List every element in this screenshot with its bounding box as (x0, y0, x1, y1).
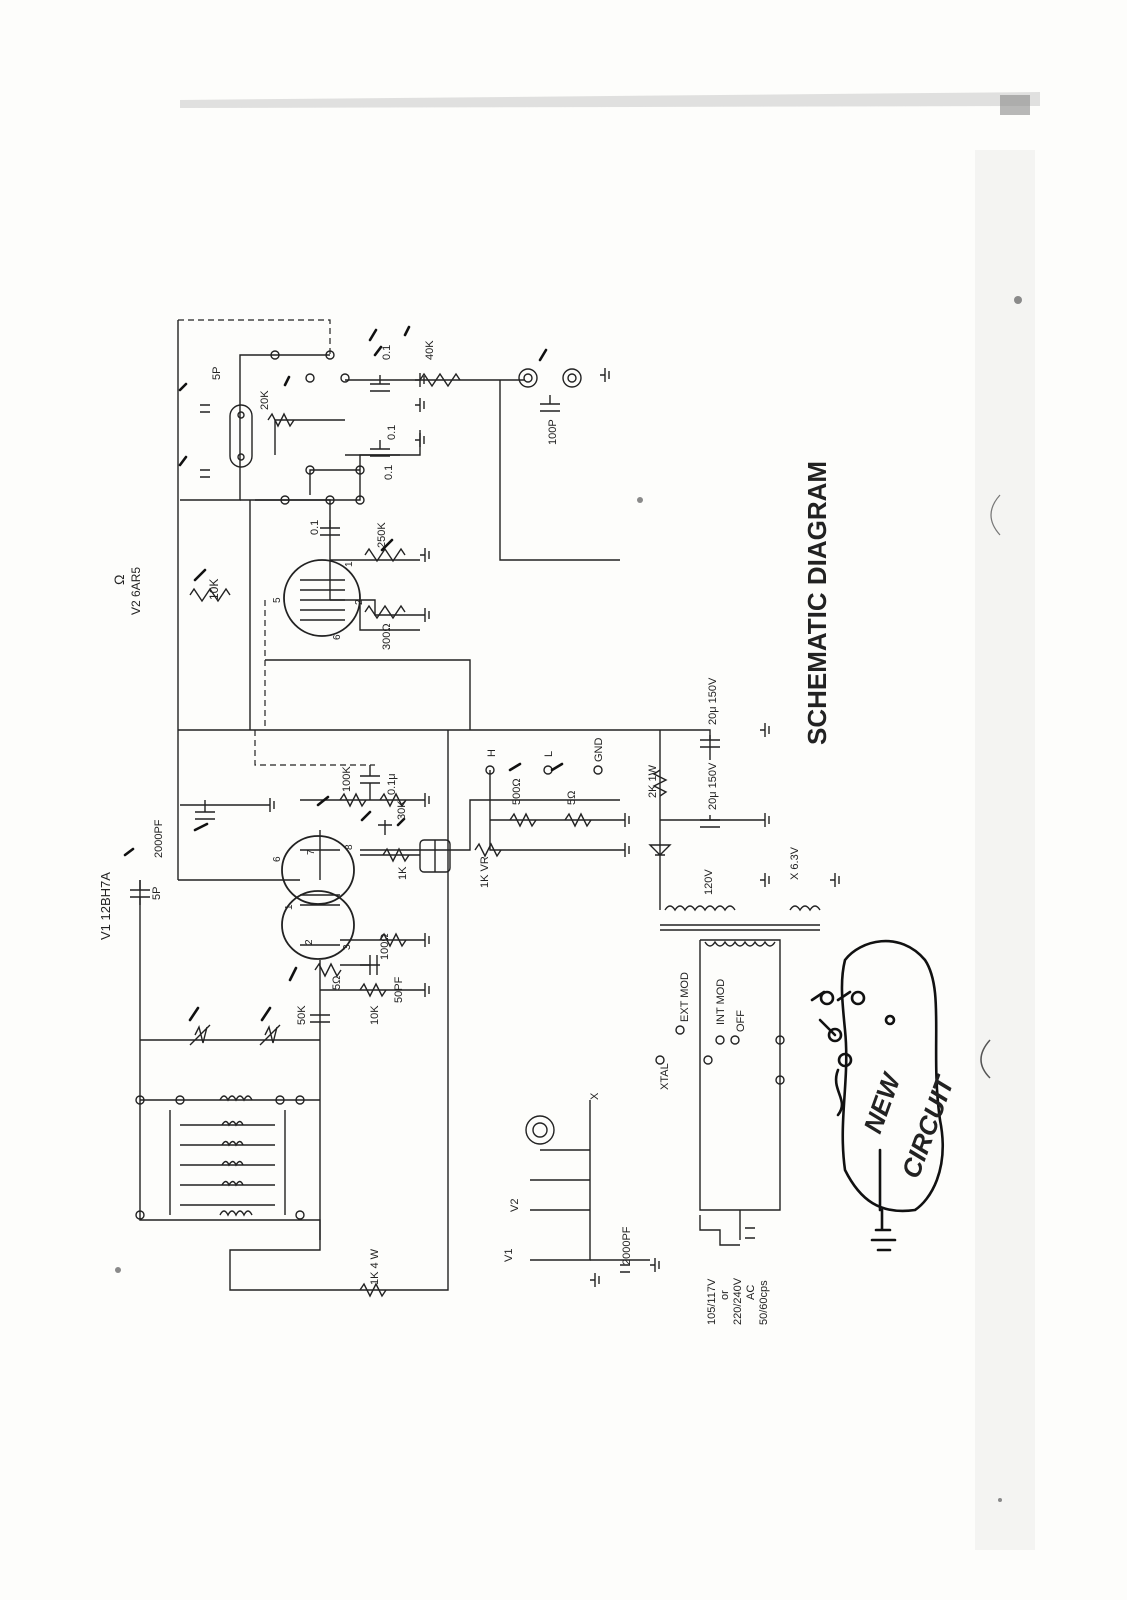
annotation-new: NEW (857, 1067, 907, 1137)
mains-line3: 220/240V (732, 1277, 744, 1325)
label-v-63: X 6.3V (789, 846, 801, 880)
label-r-50k: 50K (296, 1005, 308, 1025)
label-r-100: 100Ω (379, 933, 391, 960)
label-r-10k-top: 10K (207, 579, 221, 600)
label-c-01-c: 0.1 (383, 465, 395, 480)
label-v-120: 120V (703, 869, 715, 895)
check-marks (123, 325, 564, 1022)
label-c-2000pf-a: 2000PF (153, 819, 165, 858)
v1-pin3: 3 (342, 944, 353, 950)
terminal-l: L (543, 751, 555, 757)
label-c-01-out: 0.1 (381, 345, 393, 360)
label-c-100p: 100P (547, 419, 559, 445)
v1-pin2: 2 (304, 939, 315, 945)
v2-pin1: 1 (344, 561, 355, 567)
labels: SCHEMATIC DIAGRAM V1 12BH7A V2 6AR5 Ω 5P… (98, 340, 960, 1325)
label-r-5b: 5Ω (566, 791, 578, 805)
v2-pin6: 6 (332, 634, 343, 640)
tube-v1-label: V1 12BH7A (98, 872, 113, 940)
mains-line2: or (719, 1290, 731, 1300)
label-c-50pf: 50PF (393, 976, 405, 1003)
label-r-5: 5Ω (331, 976, 343, 990)
label-c-01-b: 0.1 (386, 425, 398, 440)
tube-v2-symbol: Ω (111, 575, 127, 585)
terminal-gnd: GND (593, 738, 605, 763)
label-r-1k: 1K (397, 866, 409, 880)
v2-aux-components (229, 404, 451, 873)
label-c-01-v2: 0.1 (309, 520, 321, 535)
label-r-250k: 250K (376, 522, 388, 548)
label-r-1k4w: 1K 4 W (369, 1248, 381, 1285)
label-r-10k-bot: 10K (369, 1005, 381, 1025)
diagram-title: SCHEMATIC DIAGRAM (802, 461, 832, 745)
label-c-01u: 0.1μ (386, 773, 398, 795)
label-r-100k: 100K (341, 766, 353, 792)
terminal-v1-heater: V1 (503, 1249, 515, 1262)
terminal-x-heater: X (589, 1092, 601, 1100)
label-r-2k: 2K 1W (647, 764, 659, 798)
terminals-circles (135, 350, 785, 1220)
ground-symbols (265, 368, 840, 1287)
label-c-5p: 5P (151, 887, 163, 900)
terminal-v2-heater: V2 (509, 1199, 521, 1212)
label-c-20u-b: 20μ 150V (707, 762, 719, 810)
scan-noise (115, 92, 1040, 1550)
v1-pin7: 7 (306, 849, 317, 855)
mains-line4: AC (745, 1285, 757, 1300)
v1-pin8: 8 (344, 844, 355, 850)
capacitors (130, 375, 720, 1273)
label-r-300: 300Ω (381, 623, 393, 650)
label-c-5p-b: 5P (211, 367, 223, 380)
inductors-transformers (169, 820, 821, 1246)
v1-pin6: 6 (272, 856, 283, 862)
label-r-30k: 30K (396, 800, 408, 820)
label-vr-1k: 1K VR (479, 856, 491, 888)
label-c-2000pf-b: 2000PF (621, 1226, 633, 1265)
main-wiring (139, 319, 781, 1291)
v2-pin5: 5 (272, 597, 283, 603)
label-r-20k: 20K (259, 390, 271, 410)
new-circuit-sketch (810, 939, 944, 1252)
label-r-40k: 40K (424, 340, 436, 360)
resistors (189, 372, 668, 1298)
tube-v2-label: V2 6AR5 (129, 567, 143, 615)
label-r-500: 500Ω (511, 778, 523, 805)
terminal-h: H (486, 749, 498, 757)
terminal-int-mod: INT MOD (715, 979, 727, 1025)
terminal-ext-mod: EXT MOD (679, 972, 691, 1022)
tube-v1 (281, 835, 355, 960)
v1-pin1: 1 (284, 904, 295, 910)
tube-v2 (283, 559, 361, 637)
terminal-off: OFF (735, 1010, 747, 1032)
terminal-xtal: XTAL (659, 1063, 671, 1090)
mains-line5: 50/60cps (758, 1280, 770, 1325)
mains-line1: 105/117V (706, 1278, 718, 1325)
annotation-circuit: CIRCUIT (895, 1071, 960, 1182)
v2-pin2: 2 (354, 599, 365, 605)
label-c-20u-a: 20μ 150V (707, 677, 719, 725)
